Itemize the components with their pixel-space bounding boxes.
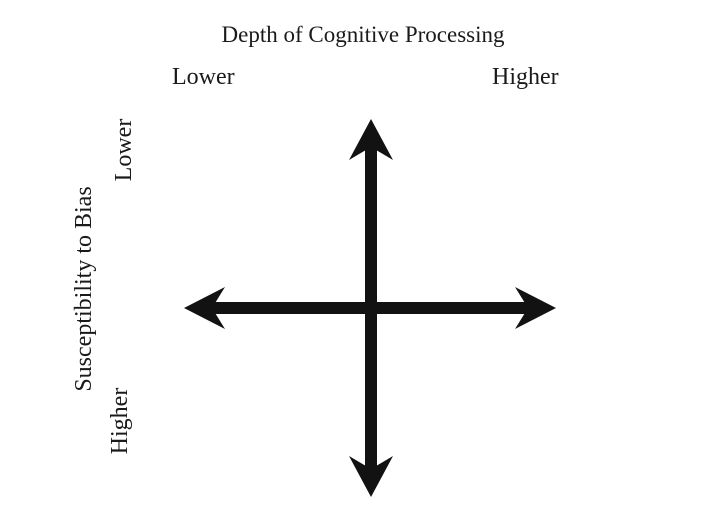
arrowhead-down-icon [349,456,393,497]
x-axis-higher-label: Higher [492,64,559,90]
arrowhead-right-icon [515,287,556,329]
arrowhead-left-icon [184,287,225,329]
arrowhead-up-icon [349,119,393,160]
x-axis-title: Depth of Cognitive Processing [221,22,505,47]
horizontal-double-arrow-icon [184,287,556,329]
x-axis-lower-label: Lower [172,64,235,90]
